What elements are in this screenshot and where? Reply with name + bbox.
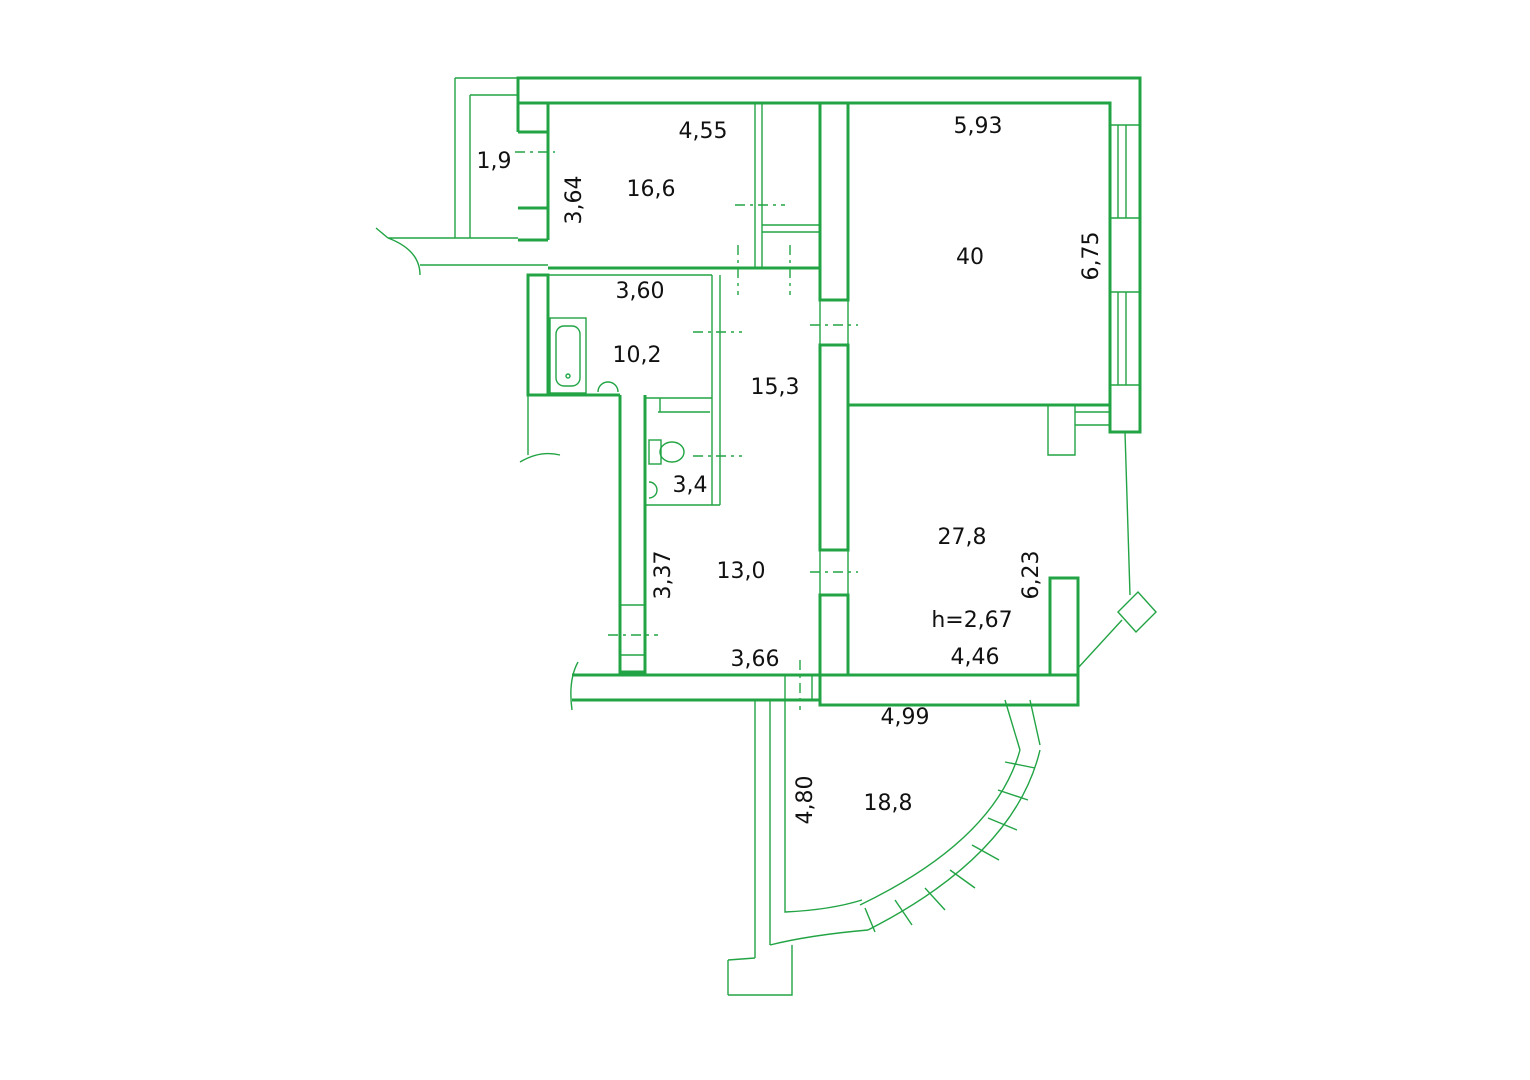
bathroom-area: 10,2	[613, 343, 662, 368]
room-a-dim-w: 4,55	[679, 119, 728, 144]
ceiling-height: h=2,67	[931, 608, 1012, 633]
balcony-dim: 1,9	[477, 149, 512, 174]
door-marks	[515, 151, 858, 710]
room-b-dim-w: 5,93	[954, 114, 1003, 139]
bath-drain	[565, 373, 571, 379]
corridor-area: 15,3	[751, 375, 800, 400]
toilet-area: 3,4	[673, 473, 708, 498]
balcony-wall	[516, 78, 550, 242]
hall-wall-break	[570, 661, 813, 711]
central-door-gaps	[819, 300, 849, 595]
room-a-inner	[548, 103, 820, 276]
ventilation-block	[1047, 405, 1110, 456]
room-d-curved-window-outer	[867, 749, 1041, 931]
central-partition	[818, 101, 850, 677]
bathroom-inner	[519, 275, 721, 656]
bathtub-inner	[555, 325, 581, 387]
room-b-windows	[1110, 124, 1140, 386]
balcony-outline	[375, 77, 548, 276]
door-mark-3	[737, 245, 791, 295]
room-d-window-mullions	[864, 761, 1036, 933]
hall-wall-bottom	[572, 673, 822, 702]
toilet-sink	[648, 481, 658, 499]
toilet-bowl	[659, 441, 685, 463]
room-d-outline	[727, 699, 1041, 996]
bathroom-walls	[526, 273, 647, 674]
labels: 4,55 16,6 3,64 5,93 40 6,75 1,9 3,60 10,…	[477, 114, 1105, 824]
room-d-curved-window-inner	[859, 749, 1021, 906]
room-b-dim-h: 6,75	[1079, 232, 1104, 281]
room-d-area: 18,8	[864, 791, 913, 816]
room-c-dim-h: 6,23	[1019, 551, 1044, 600]
room-c-dim-w: 4,46	[951, 645, 1000, 670]
room-d-dim-h: 4,80	[793, 776, 818, 825]
sink	[597, 381, 619, 393]
bathroom-dim-w: 3,60	[616, 279, 665, 304]
outer-wall-top	[516, 76, 1142, 434]
room-c-balcony-rail	[1077, 431, 1157, 669]
hall-dim-h: 3,37	[651, 551, 676, 600]
walls	[375, 76, 1157, 996]
hall-area: 13,0	[717, 559, 766, 584]
room-c-area: 27,8	[938, 525, 987, 550]
hall-dim-w: 3,66	[731, 647, 780, 672]
room-a-dim-h: 3,64	[562, 176, 587, 225]
bathtub	[549, 317, 587, 394]
room-a-area: 16,6	[627, 177, 676, 202]
toilet-tank	[648, 439, 662, 465]
room-b-area: 40	[956, 245, 984, 270]
room-d-dim-w: 4,99	[881, 705, 930, 730]
